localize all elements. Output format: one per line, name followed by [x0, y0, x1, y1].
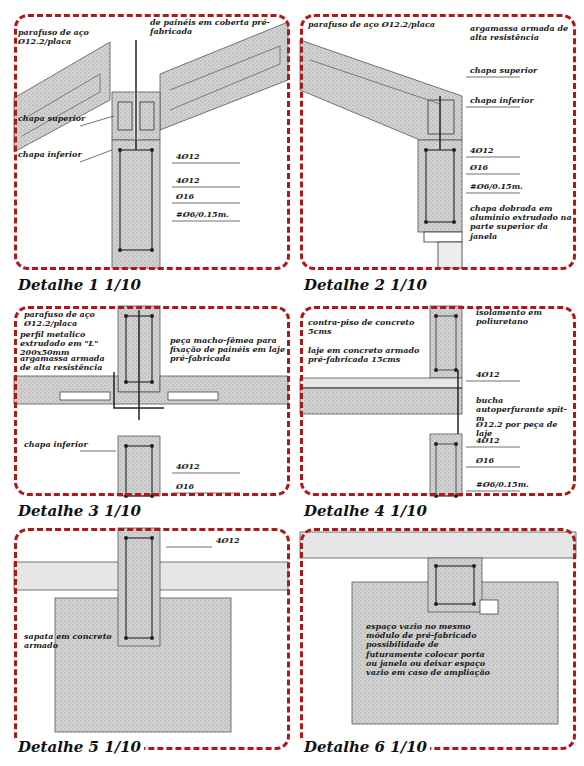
callout-label: 4Ø12	[476, 370, 500, 379]
callout-label: parafuso de aço Ø12.2/placa	[18, 28, 136, 46]
callout-label: isolamento em poliuretano	[476, 308, 574, 326]
callout-label: 4Ø12	[176, 462, 200, 471]
callout-label: sapata em concreto armado	[24, 632, 144, 650]
detail-panel: Detalhe 1 1/10	[14, 14, 290, 270]
callout-label: chapa superior	[470, 66, 537, 75]
callout-label: #Ø6/0.15m.	[176, 210, 229, 219]
detail-title: Detalhe 2 1/10	[301, 276, 430, 294]
callout-label: chapa inferior	[24, 440, 88, 449]
callout-label: 4Ø12	[216, 536, 240, 545]
callout-label: 4Ø12	[476, 436, 500, 445]
callout-label: argamassa armada de alta resistência	[470, 24, 572, 42]
detail-title: Detalhe 6 1/10	[301, 738, 430, 756]
callout-label: laje em concreto armado pré-fabricada 15…	[308, 346, 428, 364]
callout-label: Ø16	[176, 192, 194, 201]
callout-label: Ø16	[470, 163, 488, 172]
callout-label: parafuso de aço Ø12.2/placa	[24, 310, 104, 328]
callout-label: parafuso de aço Ø12.2/placa	[308, 20, 458, 29]
callout-label: contra-piso de concreto 5cms	[308, 318, 426, 336]
callout-label: Ø16	[176, 482, 194, 491]
callout-label: chapa inferior	[18, 150, 82, 159]
callout-label: #Ø6/0.15m.	[470, 182, 523, 191]
detail-title: Detalhe 1 1/10	[15, 276, 144, 294]
callout-label: chapa inferior	[470, 96, 534, 105]
callout-label: chapa dobrada em aluminio extrudado na p…	[470, 204, 572, 241]
detail-title: Detalhe 3 1/10	[15, 502, 144, 520]
callout-label: de painéis em coberta pré-fabricada	[150, 18, 286, 36]
callout-label: Ø16	[476, 456, 494, 465]
detail-panel: Detalhe 2 1/10	[300, 14, 576, 270]
callout-label: 4Ø12	[176, 176, 200, 185]
callout-label: 4Ø12	[470, 146, 494, 155]
detail-title: Detalhe 4 1/10	[301, 502, 430, 520]
detail-title: Detalhe 5 1/10	[15, 738, 144, 756]
detail-panel: Detalhe 4 1/10	[300, 306, 576, 496]
callout-label: 4Ø12	[176, 152, 200, 161]
callout-label: #Ø6/0.15m.	[476, 480, 529, 489]
callout-label: argamassa armada de alta resistência	[20, 354, 112, 372]
callout-label: espaço vazio no mesmo módulo de pré-fabr…	[366, 622, 490, 677]
callout-label: peça macho-fêmea para fixação de painéis…	[170, 336, 286, 364]
callout-label: chapa superior	[18, 114, 85, 123]
